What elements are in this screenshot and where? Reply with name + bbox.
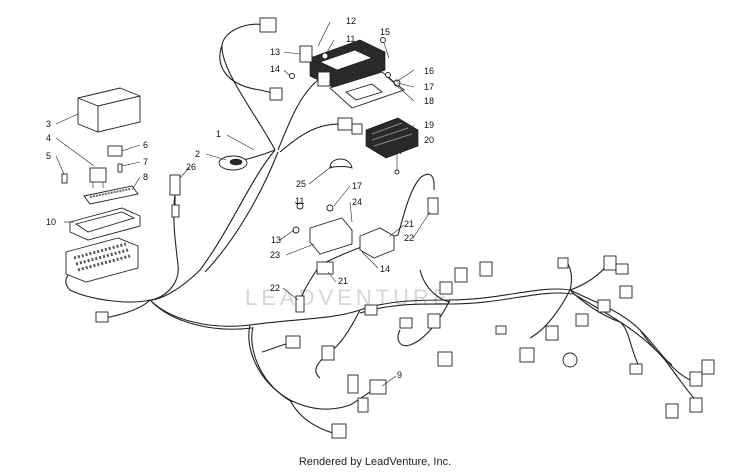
callout-11-bracket: 11	[295, 196, 304, 206]
callout-15: 15	[380, 27, 390, 37]
callout-17-bracket: 17	[352, 181, 362, 191]
callout-17-plate: 17	[424, 82, 434, 92]
fuse-small	[117, 163, 123, 173]
callout-13-bracket: 13	[271, 235, 281, 245]
callout-21-connector: 21	[338, 276, 348, 286]
callout-1: 1	[216, 129, 221, 139]
fuse-block	[65, 237, 139, 283]
top-connector	[259, 17, 283, 101]
grommet	[218, 155, 248, 171]
callout-11-ecu: 11	[346, 34, 355, 44]
callout-6: 6	[143, 140, 148, 150]
bolt	[394, 150, 400, 175]
callout-22-right: 22	[404, 233, 414, 243]
relay	[89, 167, 107, 188]
callout-23: 23	[270, 250, 280, 260]
mounting-plate	[329, 71, 405, 109]
fuse-label	[83, 185, 139, 205]
callout-5: 5	[46, 151, 51, 161]
callout-19: 19	[424, 120, 434, 130]
pigtail-connector	[169, 174, 181, 218]
callout-18: 18	[424, 96, 434, 106]
callout-26: 26	[186, 162, 196, 172]
footer-credit: Rendered by LeadVenture, Inc.	[298, 456, 452, 468]
main-harness	[65, 23, 701, 436]
callout-7: 7	[143, 157, 148, 167]
callout-labels: 1 2 3 4 5 6 7 8 9 10 11 11 12 13 13 14 1…	[46, 16, 434, 380]
callout-25: 25	[296, 179, 306, 189]
callout-16: 16	[424, 66, 434, 76]
fuse	[61, 173, 68, 184]
callout-14-bracket: 14	[380, 264, 390, 274]
fuse-box-cover	[77, 87, 141, 133]
callout-2: 2	[195, 149, 200, 159]
callout-22-left: 22	[270, 283, 280, 293]
callout-4: 4	[46, 133, 51, 143]
clamp	[329, 158, 353, 169]
callout-8: 8	[143, 172, 148, 182]
leader-lines	[55, 21, 431, 387]
callout-9: 9	[397, 370, 402, 380]
screw	[380, 37, 390, 59]
fuse-box-gasket	[69, 207, 141, 241]
voltage-regulator	[365, 117, 419, 159]
callout-21-relay: 21	[404, 219, 414, 229]
regulator-connector	[337, 117, 363, 135]
callout-12: 12	[346, 16, 356, 26]
callout-13-ecu: 13	[270, 47, 280, 57]
mini-relay	[107, 145, 123, 157]
watermark: LEADVENTURE	[245, 285, 452, 310]
callout-20: 20	[424, 135, 434, 145]
callout-3: 3	[46, 119, 51, 129]
callout-14-ecu: 14	[270, 64, 280, 74]
callout-24: 24	[352, 197, 362, 207]
harness-connectors	[95, 255, 715, 439]
relay-bracket	[292, 202, 353, 255]
callout-10: 10	[46, 217, 56, 227]
ecu-module	[289, 39, 386, 89]
terminal-boot	[295, 197, 439, 313]
starter-relay	[316, 227, 395, 275]
